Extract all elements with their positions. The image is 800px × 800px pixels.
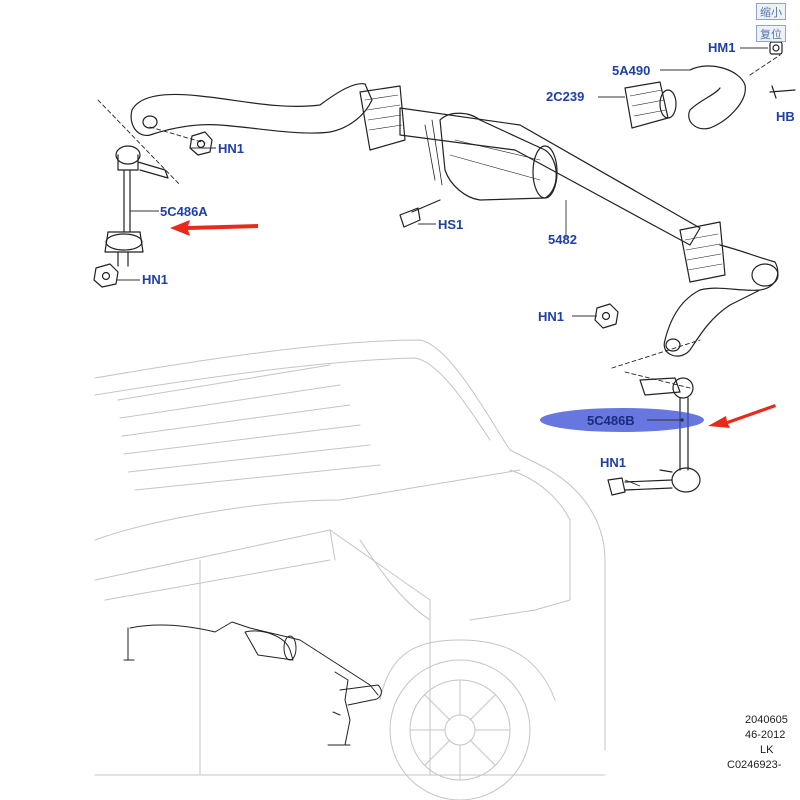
label-hb: HB bbox=[776, 109, 795, 124]
red-arrow-right bbox=[708, 404, 776, 428]
label-hs1: HS1 bbox=[438, 217, 464, 232]
stabilizer-right-arm bbox=[663, 244, 779, 357]
stabilizer-left-arm bbox=[130, 83, 373, 136]
actuator-body bbox=[439, 112, 557, 201]
label-hn1-bottom: HN1 bbox=[600, 455, 627, 470]
zoom-out-button[interactable]: 缩小 bbox=[756, 3, 786, 20]
link-5c486b bbox=[624, 377, 701, 493]
label-5c486b: 5C486B bbox=[587, 413, 635, 428]
label-hn1-right: HN1 bbox=[538, 309, 565, 324]
ref-line-2: 46-2012 bbox=[745, 729, 786, 741]
label-hn1-top: HN1 bbox=[218, 141, 245, 156]
ref-line-3: LK bbox=[760, 744, 774, 756]
label-2c239: 2C239 bbox=[546, 89, 585, 104]
label-5c486a: 5C486A bbox=[160, 204, 208, 219]
red-arrow-left bbox=[170, 220, 258, 236]
label-5482: 5482 bbox=[548, 232, 577, 247]
ref-line-4: C0246923- bbox=[727, 759, 782, 771]
label-hn1-left: HN1 bbox=[142, 272, 169, 287]
reset-button[interactable]: 复位 bbox=[756, 25, 786, 42]
highlight-5c486b bbox=[540, 408, 704, 432]
ref-line-1: 2040605 bbox=[745, 714, 788, 726]
inset-stabilizer bbox=[123, 621, 382, 746]
label-hm1: HM1 bbox=[708, 40, 736, 55]
stabilizer-bar bbox=[399, 107, 701, 246]
link-5c486a bbox=[104, 145, 169, 267]
label-5a490: 5A490 bbox=[612, 63, 651, 78]
